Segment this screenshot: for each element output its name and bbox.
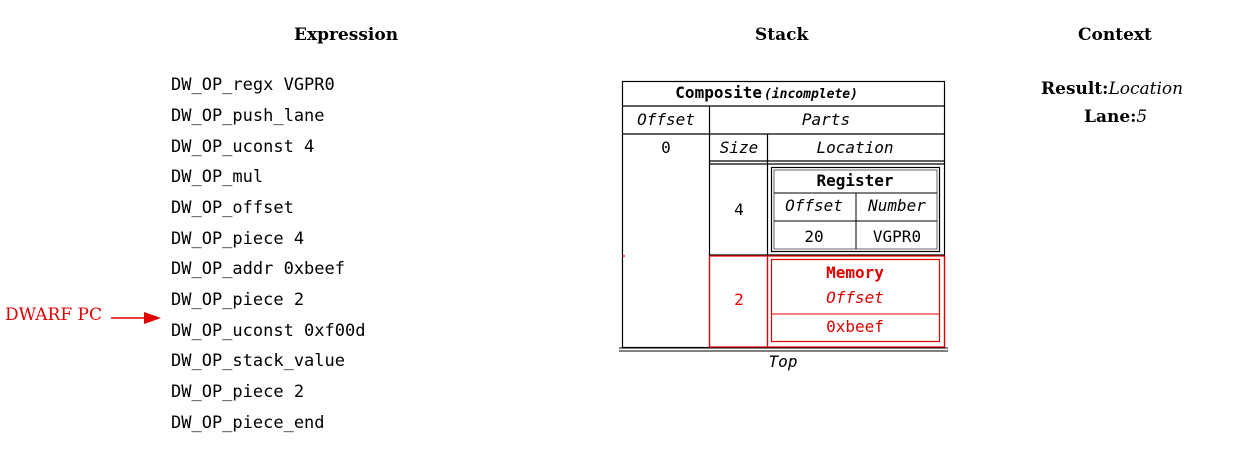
register-number-value: VGPR0 <box>873 227 921 246</box>
context-result-label: Result: <box>1041 79 1109 99</box>
register-offset-value: 20 <box>804 227 823 246</box>
composite-offset-header: Offset <box>637 110 695 129</box>
memory-part-highlight <box>708 255 946 348</box>
instruction-8: DW_OP_uconst 0xf00d <box>171 321 366 341</box>
instruction-9: DW_OP_stack_value <box>171 351 345 371</box>
register-number-header: Number <box>867 196 926 215</box>
register-title: Register <box>816 171 893 190</box>
memory-offset-header: Offset <box>826 288 884 307</box>
instruction-7: DW_OP_piece 2 <box>171 290 305 310</box>
instruction-1: DW_OP_push_lane <box>171 106 325 126</box>
context-result-value: Location <box>1108 79 1184 99</box>
register-offset-header: Offset <box>785 196 843 215</box>
instruction-5: DW_OP_piece 4 <box>171 229 305 249</box>
dwarf-pc-arrow-icon <box>111 312 161 324</box>
context-result: Result:Location <box>1041 79 1183 99</box>
composite-parts-header: Parts <box>802 110 850 129</box>
instruction-0: DW_OP_regx VGPR0 <box>171 75 335 95</box>
instruction-6: DW_OP_addr 0xbeef <box>171 259 345 279</box>
instruction-2: DW_OP_uconst 4 <box>171 137 315 157</box>
context-heading: Context <box>1078 25 1152 45</box>
memory-offset-value: 0xbeef <box>826 317 884 336</box>
composite-title: Composite <box>675 83 762 102</box>
expression-heading: Expression <box>294 25 399 45</box>
instruction-3: DW_OP_mul <box>171 167 264 187</box>
register-box <box>770 166 941 253</box>
composite-size-header: Size <box>720 138 759 157</box>
composite-offset-value: 0 <box>661 138 671 157</box>
instruction-11: DW_OP_piece_end <box>171 413 325 433</box>
memory-box <box>770 258 941 343</box>
instruction-4: DW_OP_offset <box>171 198 294 218</box>
dwarf-pc-label: DWARF PC <box>5 305 102 325</box>
stack-top-label: Top <box>769 352 798 371</box>
context-lane-label: Lane: <box>1084 107 1137 127</box>
instruction-10: DW_OP_piece 2 <box>171 382 305 402</box>
part-memory-size: 2 <box>734 290 744 309</box>
stack-diagram: Composite (incomplete) Offset 0 Parts Si… <box>619 80 948 371</box>
part-register-size: 4 <box>734 200 744 219</box>
context-lane-value: 5 <box>1136 107 1148 127</box>
memory-title: Memory <box>826 263 884 282</box>
composite-location-header: Location <box>816 138 893 157</box>
composite-status: (incomplete) <box>764 87 858 102</box>
context-lane: Lane:5 <box>1084 107 1147 127</box>
stack-heading: Stack <box>755 25 809 45</box>
